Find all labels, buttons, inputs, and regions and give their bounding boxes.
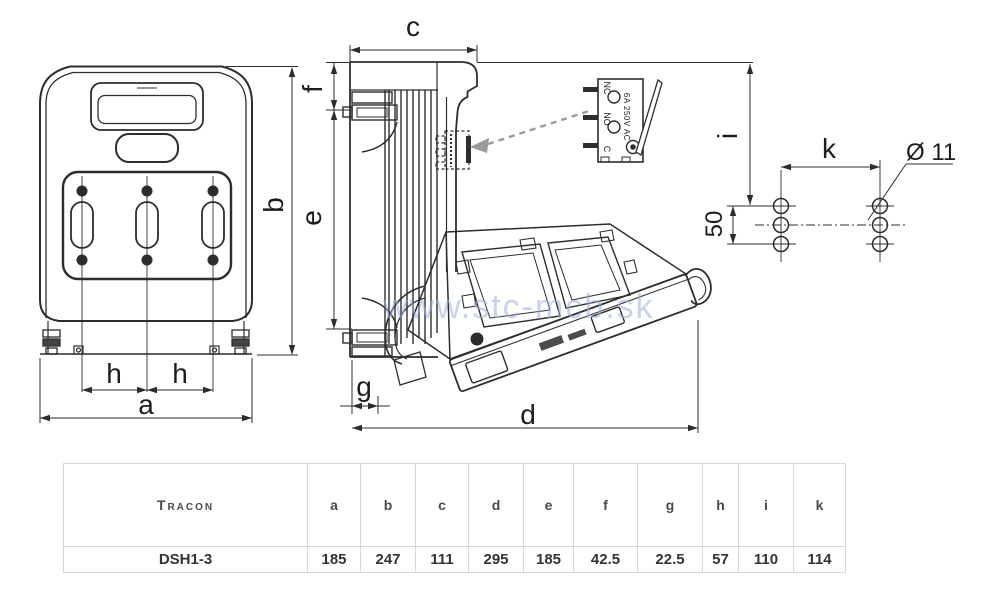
dim-label-f: f xyxy=(297,85,328,93)
value-cell-e: 185 xyxy=(523,546,574,573)
header-cell-b: b xyxy=(360,463,416,547)
front-view xyxy=(39,65,253,392)
value-cell-b: 247 xyxy=(360,546,416,573)
value-cell-g: 22.5 xyxy=(637,546,703,573)
dim-label-d: d xyxy=(520,399,536,430)
value-cell-f: 42.5 xyxy=(573,546,638,573)
dim-label-h-left: h xyxy=(106,358,122,389)
carrier-handle-bar xyxy=(448,268,712,393)
technical-drawing: b h h a xyxy=(39,11,956,433)
microswitch-lever xyxy=(635,78,663,156)
table-value-row: DSH1-3 185 247 111 295 185 42.5 22.5 57 … xyxy=(63,546,846,573)
header-cell-g: g xyxy=(637,463,703,547)
mounting-hole-pattern: i 50 k Ø 11 xyxy=(477,62,956,262)
microswitch-rating: 6A 250V AC xyxy=(622,93,631,141)
pointer-arrow xyxy=(470,108,593,153)
value-cell-c: 111 xyxy=(415,546,469,573)
dimension-table: Tracon a b c d e f g h i k DSH1-3 185 24… xyxy=(63,463,846,573)
dim-label-hole-dia: Ø 11 xyxy=(906,139,956,166)
mounting-holes xyxy=(772,197,889,253)
value-cell-k: 114 xyxy=(793,546,846,573)
nameplate-oval xyxy=(115,133,179,163)
dim-label-g: g xyxy=(356,371,372,402)
dim-label-50: 50 xyxy=(701,211,728,238)
dim-label-h-right: h xyxy=(172,358,188,389)
fin-stack xyxy=(388,90,438,344)
microswitch-label-nc: NC xyxy=(602,82,612,95)
header-cell-a: a xyxy=(307,463,361,547)
microswitch-hidden-outline xyxy=(435,130,470,170)
dim-label-e: e xyxy=(296,210,327,226)
header-cell-h: h xyxy=(702,463,739,547)
pole-centerlines xyxy=(81,176,214,392)
value-cell-i: 110 xyxy=(738,546,794,573)
header-cell-c: c xyxy=(415,463,469,547)
table-header-row: Tracon a b c d e f g h i k xyxy=(63,463,846,547)
value-cell-h: 57 xyxy=(702,546,739,573)
microswitch-pins xyxy=(583,87,598,148)
model-cell: DSH1-3 xyxy=(63,546,308,573)
header-cell-f: f xyxy=(573,463,638,547)
front-base xyxy=(40,321,252,355)
value-cell-a: 185 xyxy=(307,546,361,573)
brand-logo: Tracon xyxy=(63,463,308,547)
side-view xyxy=(342,61,593,358)
tilted-fuse-carrier xyxy=(384,223,712,393)
dim-label-b: b xyxy=(258,197,289,213)
side-dimensions: c f e g d xyxy=(296,11,699,433)
front-dimensions: b h h a xyxy=(39,66,298,423)
dim-label-k: k xyxy=(822,133,837,164)
top-terminal xyxy=(342,91,398,153)
header-cell-e: e xyxy=(523,463,574,547)
header-cell-k: k xyxy=(793,463,846,547)
bottom-terminal xyxy=(342,297,398,357)
microswitch-label-no: NO xyxy=(602,112,612,126)
header-cell-d: d xyxy=(468,463,524,547)
microswitch-label-c: C xyxy=(602,146,612,153)
value-cell-d: 295 xyxy=(468,546,524,573)
header-cell-i: i xyxy=(738,463,794,547)
dim-label-i: i xyxy=(712,133,743,139)
dim-label-a: a xyxy=(138,389,154,420)
microswitch-detail: NC NO C 6A 250V AC xyxy=(583,78,663,163)
dim-label-c: c xyxy=(406,11,420,42)
contact-dots xyxy=(76,185,219,266)
handle-recess xyxy=(90,82,204,131)
